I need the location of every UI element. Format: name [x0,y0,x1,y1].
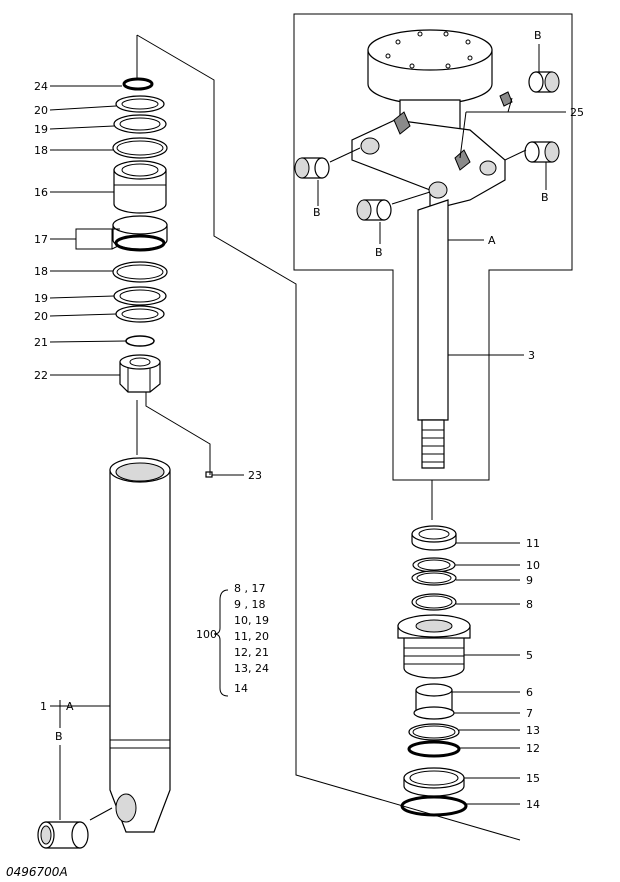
part-17-seal [112,215,168,252]
callout-7: 7 [526,707,533,720]
part-24-ring [122,77,154,91]
callout-24: 24 [34,80,48,93]
callout-23: 23 [248,469,262,482]
callout-25: 25 [570,106,584,119]
callout-19-bottom: 19 [34,292,48,305]
part-8-ring [411,593,457,611]
part-9-ring [411,570,457,586]
part-7-ring [413,706,455,720]
part-5-gland [397,614,471,679]
callout-12: 12 [526,742,540,755]
bushing-b-right-middle [504,141,560,163]
part-22-nut [119,354,161,393]
callout-3: 3 [528,349,535,362]
callout-15: 15 [526,772,540,785]
kit-row-2: 9 , 18 [234,598,266,611]
drawing-code: 0496700A [6,865,68,879]
callout-16: 16 [34,186,48,199]
bushing-b-left [37,807,113,849]
explode-frame-lines [136,34,521,841]
callout-b-left-upper: B [313,206,321,219]
upper-housing [351,29,513,211]
callout-9: 9 [526,574,533,587]
part-12-o-ring [407,740,461,758]
callout-18-top: 18 [34,144,48,157]
callout-13: 13 [526,724,540,737]
part-15-ring [403,767,465,797]
callout-b-left: B [55,730,63,743]
upper-assembly-frame [293,13,573,481]
part-19-ring-top [113,114,167,134]
kit-row-1: 8 , 17 [234,582,266,595]
part-11-ring [411,525,457,551]
callout-17: 17 [34,233,48,246]
callout-8: 8 [526,598,533,611]
callout-14: 14 [526,798,540,811]
part-10-ring [412,557,456,573]
part-20-ring-top [115,95,165,113]
part-19-ring-bottom [113,286,167,306]
part-18-ring-bottom [112,261,168,283]
callout-a-right: A [488,234,496,247]
kit-number: 100 [196,628,217,641]
callout-10: 10 [526,559,540,572]
kit-row-3: 10, 19 [234,614,269,627]
callout-21: 21 [34,336,48,349]
callout-b-top-right: B [534,29,542,42]
callout-b-right-middle: B [541,191,549,204]
callout-20-top: 20 [34,104,48,117]
part-3-shaft [417,199,449,469]
part-18-ring-top [112,137,168,159]
part-14-o-ring [400,795,468,817]
part-21-o-ring [125,335,155,347]
callout-22: 22 [34,369,48,382]
kit-100-list: 100 8 , 17 9 , 18 10, 19 11, 20 12, 21 1… [196,582,269,695]
callout-18-bottom: 18 [34,265,48,278]
bushing-b-left-upper [294,147,361,179]
part-13-ring [408,723,460,741]
callout-20-bottom: 20 [34,310,48,323]
callout-a-left: A [66,700,74,713]
bushing-b-top-right [528,71,560,93]
kit-row-7: 14 [234,682,248,695]
kit-row-4: 11, 20 [234,630,269,643]
part-16-bushing [113,160,167,214]
callout-1: 1 [40,700,47,713]
part-23-plug [205,471,213,478]
part-1-cylinder-tube [109,457,171,833]
part-20-ring-bottom [115,305,165,323]
kit-row-6: 13, 24 [234,662,269,675]
callout-6: 6 [526,686,533,699]
callout-b-lower-left: B [375,246,383,259]
callout-11: 11 [526,537,540,550]
leader-lines [49,44,566,820]
bushing-b-lower-left [356,191,431,221]
callout-5: 5 [526,649,533,662]
callout-19-top: 19 [34,123,48,136]
kit-row-5: 12, 21 [234,646,269,659]
callout-labels: 24 20 19 18 16 17 18 19 20 21 22 23 1 A … [34,29,584,811]
